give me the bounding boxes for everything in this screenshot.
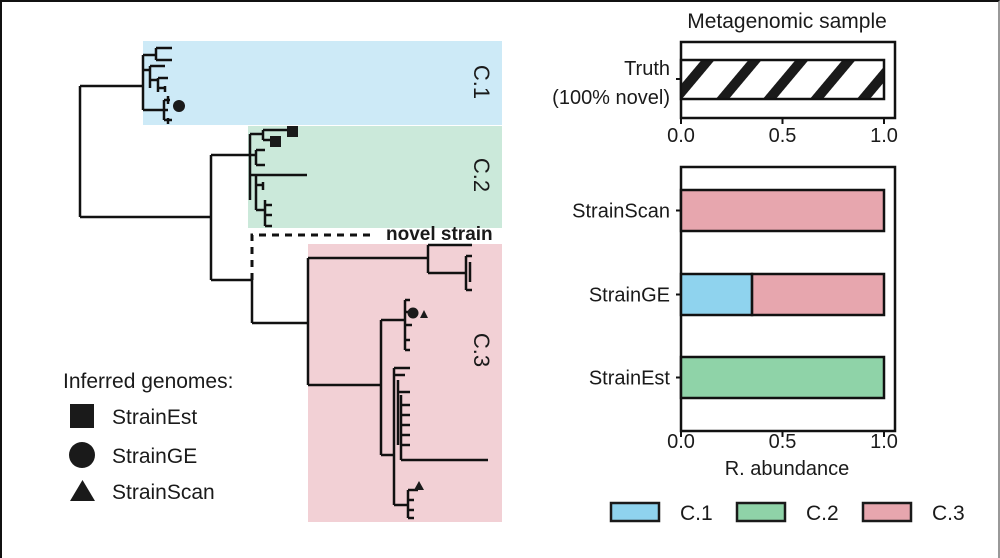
strainscan-marker-c3-b [414,481,424,490]
circle-icon [69,442,95,468]
clade-c1-label: C.1 [469,65,494,99]
chart1-title: Metagenomic sample [687,10,887,33]
legend-strainest-label: StrainEst [112,406,197,429]
chart2-bar-strainge-c3 [750,272,886,317]
chart2-category-label: StrainGE [589,285,670,307]
chart2-bar-strainest-c2 [679,355,886,400]
chart1-xtick-label: 1.0 [870,125,898,147]
chart2-xtick-label: 0.0 [667,431,695,453]
chart1-bar-novel [679,58,886,101]
strainscan-marker-c3-a [420,310,428,318]
novel-strain-label: novel strain [386,224,493,245]
chart2-bar-strainscan-c3 [679,188,886,233]
clade-c2-box [248,126,502,228]
strainest-marker-c2-a [287,126,298,137]
chart2-category-label: StrainEst [589,368,671,390]
chart1-xtick-label: 0.5 [769,125,797,147]
clade-c3-label: C.3 [469,333,494,367]
legend-label-c3: C.3 [932,502,965,525]
chart2-category-label: StrainScan [572,201,670,223]
chart1-xtick-label: 0.0 [667,125,695,147]
clade-c3-box [308,244,502,522]
triangle-icon [70,480,95,501]
straingee-marker-c1 [173,100,185,112]
inferred-genomes-title: Inferred genomes: [63,370,233,393]
novel-strain-branch [250,233,372,280]
clade-c1-box [143,41,502,125]
phylogenetic-tree [78,46,488,520]
straingee-marker-c3 [407,307,419,319]
strainest-marker-c2-b [270,136,281,147]
square-icon [70,404,94,428]
chart2-bar-strainge-c1 [679,272,754,317]
legend-label-c1: C.1 [680,502,713,525]
chart2-xlabel: R. abundance [725,458,850,480]
legend-straingee-label: StrainGE [112,445,197,468]
chart2-xtick-label: 0.5 [769,431,797,453]
chart2-xtick-label: 1.0 [870,431,898,453]
chart1-category-label-line2: (100% novel) [552,87,670,109]
legend-swatch-c3 [861,501,913,523]
legend-swatch-c1 [609,501,661,523]
chart1-category-label-line1: Truth [624,58,670,80]
legend-label-c2: C.2 [806,502,839,525]
clade-c2-label: C.2 [469,158,494,192]
legend-swatch-c2 [735,501,787,523]
legend-strainscan-label: StrainScan [112,481,215,504]
